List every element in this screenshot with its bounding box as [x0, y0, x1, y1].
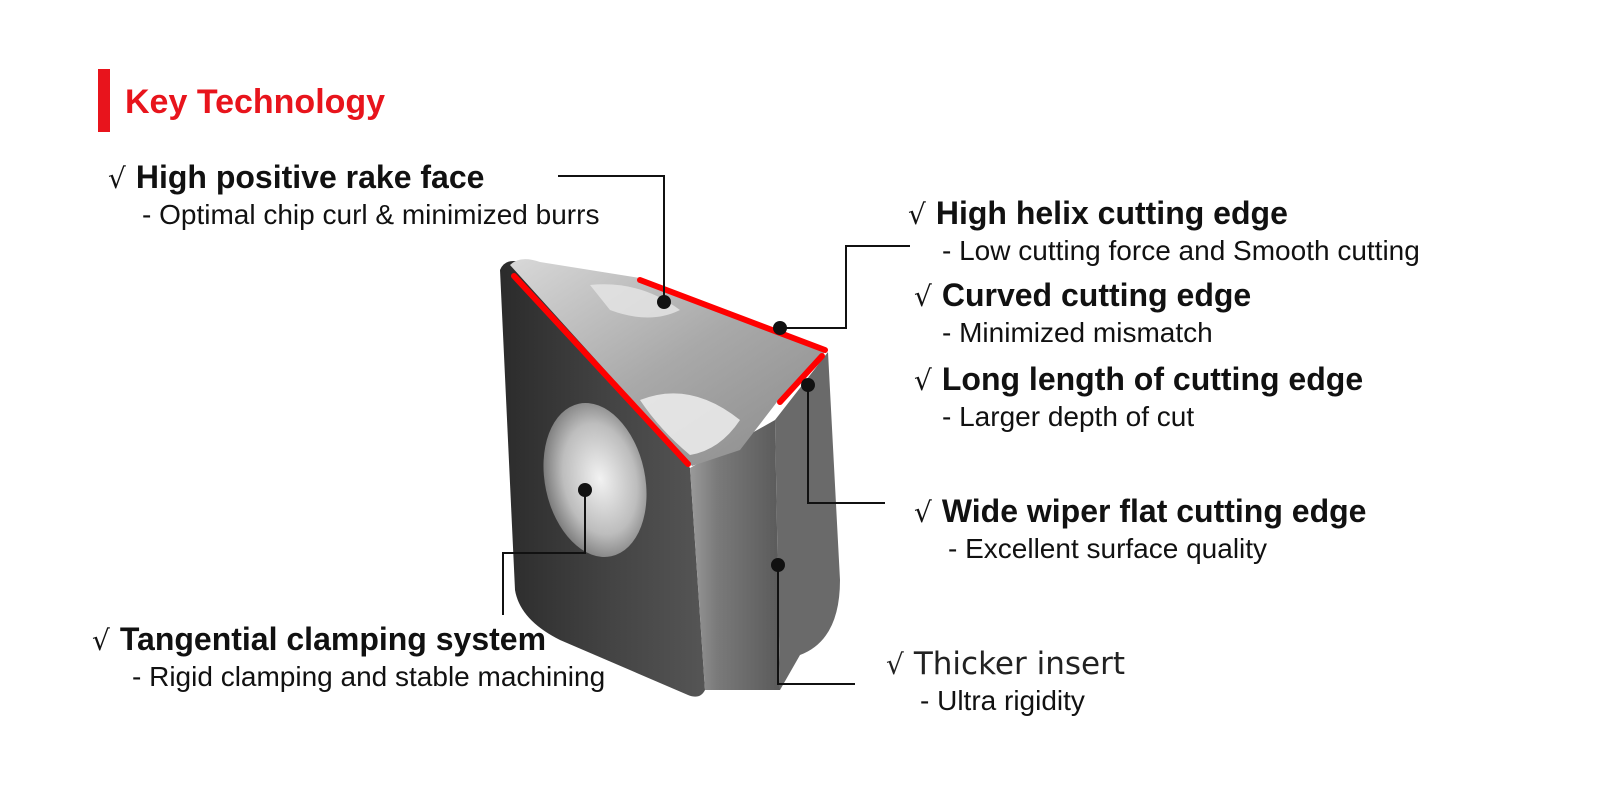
check-icon: √ [914, 280, 932, 313]
cutting-edge-highlights [511, 273, 828, 467]
check-icon: √ [914, 496, 932, 529]
feature-desc: - Optimal chip curl & minimized burrs [142, 199, 600, 230]
feature-desc: - Rigid clamping and stable machining [132, 661, 606, 692]
dot-clamping [578, 483, 592, 497]
feature-rake-face: √ High positive rake face - Optimal chip … [108, 158, 599, 232]
feature-long-edge: √ Long length of cutting edge - Larger de… [914, 360, 1363, 434]
feature-desc: - Low cutting force and Smooth cutting [942, 235, 1420, 266]
feature-helix-edge: √ High helix cutting edge - Low cutting f… [908, 194, 1420, 268]
feature-desc: - Minimized mismatch [942, 317, 1213, 348]
leader-lines [502, 175, 910, 685]
feature-thicker-insert: √ Thicker insert - Ultra rigidity [886, 645, 1125, 718]
feature-title: High helix cutting edge [935, 195, 1288, 231]
dot-wiper-edge [801, 378, 815, 392]
feature-curved-edge: √ Curved cutting edge - Minimized mismatc… [914, 276, 1251, 350]
feature-desc: - Excellent surface quality [948, 533, 1268, 564]
feature-title: Tangential clamping system [119, 621, 547, 657]
header-accent-bar [98, 69, 110, 132]
leader-dots [578, 295, 815, 572]
cutting-insert [500, 259, 840, 697]
dot-thicker [771, 558, 785, 572]
check-icon: √ [908, 198, 926, 231]
feature-wiper-edge: √ Wide wiper flat cutting edge - Excellen… [914, 492, 1366, 566]
feature-clamping: √ Tangential clamping system - Rigid clam… [92, 620, 605, 694]
feature-title: Curved cutting edge [941, 277, 1252, 313]
feature-title: Thicker insert [913, 646, 1125, 682]
check-icon: √ [914, 364, 932, 397]
feature-title: Long length of cutting edge [941, 361, 1364, 397]
feature-desc: - Ultra rigidity [920, 685, 1085, 716]
check-icon: √ [886, 648, 904, 681]
check-icon: √ [92, 624, 110, 657]
dot-helix-edge [773, 321, 787, 335]
page-title: Key Technology [125, 83, 386, 121]
feature-title: Wide wiper flat cutting edge [941, 493, 1367, 529]
feature-title: High positive rake face [135, 159, 485, 195]
dot-rake-face [657, 295, 671, 309]
check-icon: √ [108, 162, 126, 195]
feature-desc: - Larger depth of cut [942, 401, 1195, 432]
